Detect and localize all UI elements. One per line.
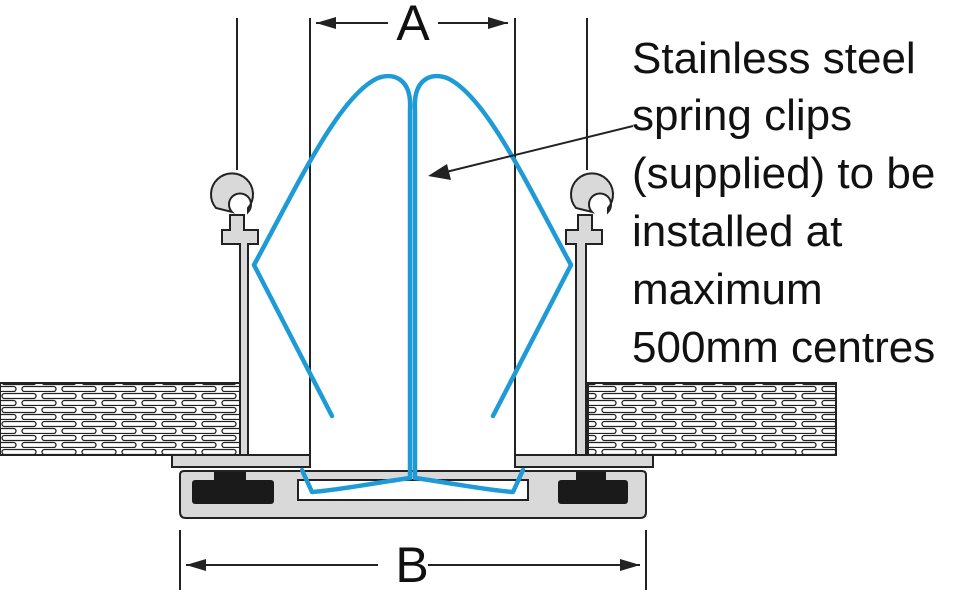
dimension-b-label: B: [395, 537, 428, 590]
reference-lines: [236, 18, 588, 458]
callout-leader: [428, 125, 634, 180]
gasket-left: [192, 472, 274, 504]
gasket-right: [558, 472, 628, 504]
bearer-left: [171, 454, 311, 468]
callout-line-5: maximum: [632, 265, 823, 314]
insulation-panel-left: [0, 382, 241, 456]
bearer-right: [514, 454, 654, 468]
callout-line-6: 500mm centres: [632, 323, 935, 372]
dimension-a-label: A: [396, 0, 430, 51]
callout-line-1: Stainless steel: [632, 34, 916, 83]
spring-clip-right-arm: [412, 73, 574, 495]
callout-line-4: installed at: [632, 207, 842, 256]
spring-clip: [251, 73, 574, 495]
insulation-panel-right: [587, 382, 837, 456]
callout-text: Stainless steel spring clips (supplied) …: [632, 34, 935, 372]
dimension-b: B: [179, 530, 647, 590]
callout-line-2: spring clips: [632, 91, 852, 140]
spring-clip-left-arm: [251, 73, 413, 495]
callout-line-3: (supplied) to be: [632, 149, 935, 198]
dimension-a: A: [316, 0, 508, 51]
